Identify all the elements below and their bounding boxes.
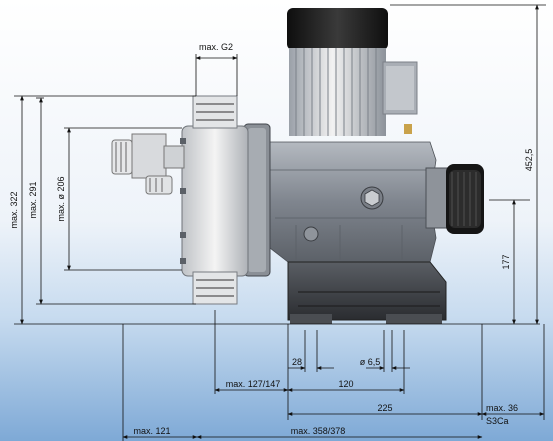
cable-gland: [404, 124, 412, 134]
pump-base: [287, 261, 447, 321]
label-max-127-147: max. 127/147: [226, 379, 281, 389]
label-max-g2: max. G2: [199, 42, 233, 52]
label-s3ca: S3Ca: [486, 416, 509, 426]
label-28: 28: [292, 357, 302, 367]
label-max-36: max. 36: [486, 403, 518, 413]
dimension-lines: [14, 4, 546, 441]
label-max-358-378: max. 358/378: [291, 426, 346, 436]
label-120: 120: [338, 379, 353, 389]
label-225: 225: [377, 403, 392, 413]
label-max-d206: max. ø 206: [56, 176, 66, 221]
relief-valve-fitting: [111, 133, 185, 195]
pump-illustration: [111, 8, 484, 324]
label-177: 177: [501, 254, 511, 269]
foot-left: [290, 314, 332, 324]
label-max-322: max. 322: [9, 191, 19, 228]
label-452-5: 452,5: [524, 149, 534, 172]
motor-body: [289, 48, 386, 136]
foot-right: [386, 314, 442, 324]
label-max-291: max. 291: [28, 181, 38, 218]
label-max-121: max. 121: [133, 426, 170, 436]
gear-housing: [264, 141, 437, 263]
pump-head: [181, 125, 249, 277]
dimension-labels: max. G2 452,5 177 max. 322 max. 291 max.…: [9, 42, 534, 436]
label-hole-6-5: ø 6,5: [360, 357, 381, 367]
motor-fan-cover: [287, 8, 388, 50]
